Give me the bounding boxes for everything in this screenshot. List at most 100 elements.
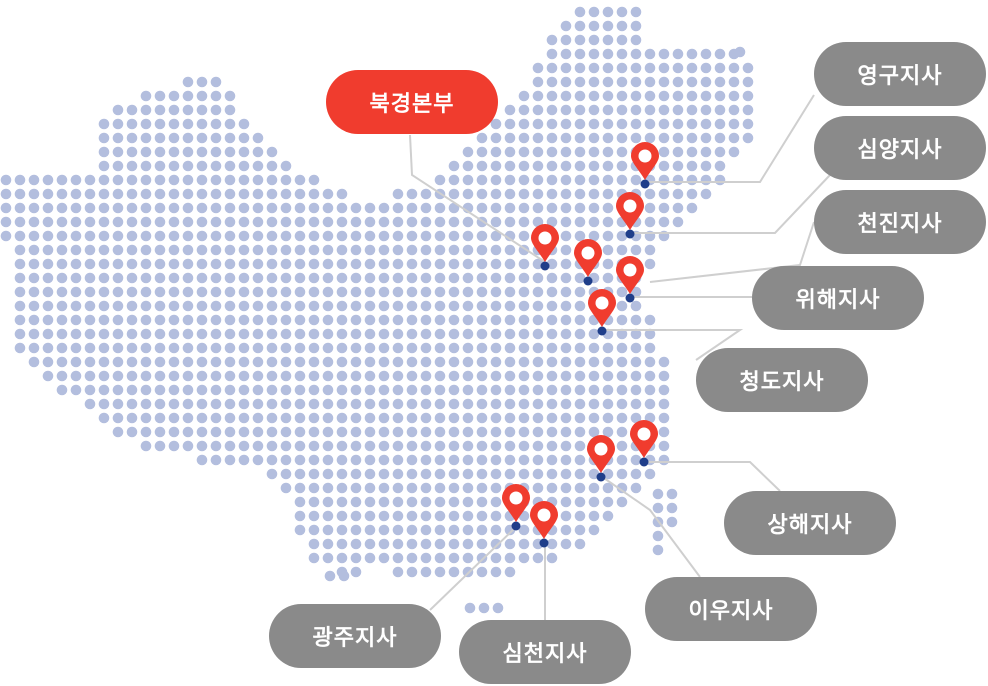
map-dot [532,146,544,158]
location-pin-icon[interactable] [616,256,644,303]
map-dot [666,502,678,514]
map-dot [700,174,712,186]
map-dot [182,356,194,368]
map-dot [322,216,334,228]
map-dot [630,314,642,326]
map-dot [518,230,530,242]
map-dot [392,552,404,564]
map-dot [294,342,306,354]
location-pin-icon[interactable] [630,420,658,467]
map-dot [602,482,614,494]
map-dot [742,76,754,88]
map-dot [476,454,488,466]
map-dot [322,300,334,312]
map-dot [686,146,698,158]
map-dot [686,202,698,214]
map-dot [462,356,474,368]
map-dot [126,426,138,438]
map-dot [210,342,222,354]
location-pin-icon[interactable] [502,484,530,531]
map-dot [518,538,530,550]
label-weihai[interactable]: 위해지사 [752,266,924,330]
map-dot [476,510,488,522]
map-dot [574,468,586,480]
map-dot [266,454,278,466]
map-dot [168,384,180,396]
map-dot [448,314,460,326]
label-shenyang[interactable]: 심양지사 [814,116,986,180]
map-dot [658,398,670,410]
map-dot [658,216,670,228]
map-dot [182,230,194,242]
map-dot [168,146,180,158]
map-dot [238,412,250,424]
map-dot [280,482,292,494]
map-dot [280,174,292,186]
map-dot [140,384,152,396]
map-dot [462,370,474,382]
label-yingkou[interactable]: 영구지사 [814,42,986,106]
map-dot [56,356,68,368]
map-dot [140,90,152,102]
map-dot [574,384,586,396]
label-guangzhou[interactable]: 광주지사 [269,604,441,668]
map-dot [322,230,334,242]
label-yiwu[interactable]: 이우지사 [645,577,817,641]
map-dot [476,132,488,144]
map-dot [84,174,96,186]
map-dot [294,426,306,438]
map-dot [616,496,628,508]
map-dot [364,370,376,382]
map-dot [126,356,138,368]
map-dot [448,272,460,284]
location-pin-icon[interactable] [587,435,615,482]
map-dot [224,104,236,116]
map-dot [350,538,362,550]
map-dot [224,398,236,410]
label-shanghai[interactable]: 상해지사 [724,491,896,555]
map-dot [56,244,68,256]
map-dot [378,482,390,494]
map-dot [588,412,600,424]
map-dot [308,440,320,452]
map-dot [336,286,348,298]
map-dot [196,104,208,116]
map-dot [70,342,82,354]
map-dot [322,258,334,270]
label-qingdao[interactable]: 청도지사 [696,348,868,412]
label-beijing-hq[interactable]: 북경본부 [326,70,498,134]
map-dot [406,216,418,228]
map-dot [504,104,516,116]
map-dot [406,384,418,396]
map-dot [154,328,166,340]
map-dot [168,440,180,452]
map-dot [196,272,208,284]
map-dot [0,216,12,228]
map-dot [560,314,572,326]
map-dot [336,328,348,340]
label-tianjin[interactable]: 천진지사 [814,190,986,254]
location-pin-icon[interactable] [631,142,659,189]
map-dot [476,188,488,200]
map-dot [490,160,502,172]
map-dot [266,272,278,284]
map-dot [546,300,558,312]
map-dot [112,426,124,438]
map-dot [98,244,110,256]
map-dot [532,370,544,382]
map-dot [686,188,698,200]
location-pin-icon[interactable] [588,289,616,336]
map-dot [518,468,530,480]
map-dot [574,510,586,522]
location-pin-icon[interactable] [531,224,559,271]
map-dot [336,216,348,228]
location-pin-icon[interactable] [530,501,558,548]
location-pin-icon[interactable] [574,239,602,286]
map-dot [126,244,138,256]
map-dot [616,6,628,18]
map-dot [392,328,404,340]
map-dot [420,454,432,466]
location-pin-icon[interactable] [616,192,644,239]
label-shenzhen[interactable]: 심천지사 [459,620,631,684]
map-dot [140,104,152,116]
